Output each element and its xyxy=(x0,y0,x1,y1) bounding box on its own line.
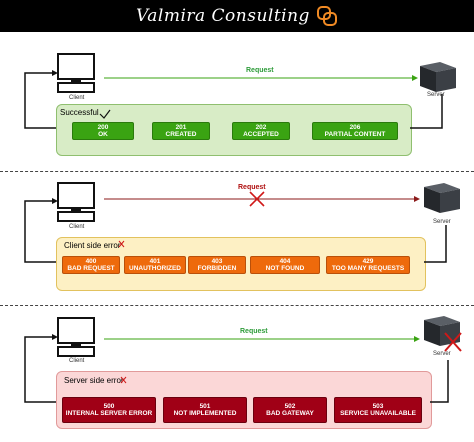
code-number: 400 xyxy=(85,257,97,265)
server-icon xyxy=(420,62,456,92)
server-label: Server xyxy=(427,92,445,98)
brand: Valmira Consulting xyxy=(0,0,474,32)
server-error-title: Server side error xyxy=(64,376,124,385)
request-label-client-error: Request xyxy=(238,184,266,191)
response-line xyxy=(24,336,56,403)
code-text: NOT IMPLEMENTED xyxy=(173,410,237,417)
client-label: Client xyxy=(69,358,85,364)
response-line xyxy=(410,94,443,129)
code-text: UNAUTHORIZED xyxy=(129,265,181,272)
x-mark-icon xyxy=(120,376,127,384)
brand-logo-icon xyxy=(316,6,337,26)
header-bar xyxy=(0,0,474,32)
server-icon xyxy=(424,183,460,213)
code-text: PARTIAL CONTENT xyxy=(324,131,386,138)
check-icon xyxy=(99,109,111,119)
code-number: 502 xyxy=(284,402,296,410)
request-label-server-error: Request xyxy=(240,328,268,335)
code-number: 500 xyxy=(103,402,115,410)
code-number: 503 xyxy=(372,402,384,410)
code-text: BAD REQUEST xyxy=(67,265,115,272)
code-number: 501 xyxy=(199,402,211,410)
code-number: 202 xyxy=(255,123,267,131)
code-text: NOT FOUND xyxy=(265,265,305,272)
server-label: Server xyxy=(433,351,451,357)
response-line xyxy=(24,200,56,263)
code-number: 429 xyxy=(362,257,374,265)
client-computer-icon xyxy=(57,53,95,93)
code-text: TOO MANY REQUESTS xyxy=(331,265,405,272)
x-mark-icon xyxy=(444,332,462,352)
code-number: 404 xyxy=(279,257,291,265)
request-label-success: Request xyxy=(246,67,274,74)
code-number: 206 xyxy=(349,123,361,131)
code-text: INTERNAL SERVER ERROR xyxy=(65,410,153,417)
client-computer-icon xyxy=(57,182,95,222)
response-line xyxy=(24,72,56,129)
code-text: FORBIDDEN xyxy=(197,265,237,272)
response-line xyxy=(430,360,449,403)
client-error-title: Client side error xyxy=(64,241,121,250)
client-computer-icon xyxy=(57,317,95,357)
section-divider xyxy=(0,171,474,172)
code-number: 403 xyxy=(211,257,223,265)
code-text: CREATED xyxy=(165,131,197,138)
code-text: BAD GATEWAY xyxy=(266,410,314,417)
code-number: 201 xyxy=(175,123,187,131)
section-divider xyxy=(0,305,474,306)
server-label: Server xyxy=(433,219,451,225)
code-number: 401 xyxy=(149,257,161,265)
code-number: 200 xyxy=(97,123,109,131)
brand-name: Valmira Consulting xyxy=(136,6,310,26)
client-label: Client xyxy=(69,95,85,101)
x-mark-icon xyxy=(249,191,265,207)
x-mark-icon xyxy=(118,240,125,248)
success-title: Successful xyxy=(60,108,99,117)
response-line xyxy=(424,225,447,263)
code-text: OK xyxy=(98,131,108,138)
code-text: SERVICE UNAVAILABLE xyxy=(340,410,416,417)
code-text: ACCEPTED xyxy=(243,131,279,138)
client-label: Client xyxy=(69,224,85,230)
